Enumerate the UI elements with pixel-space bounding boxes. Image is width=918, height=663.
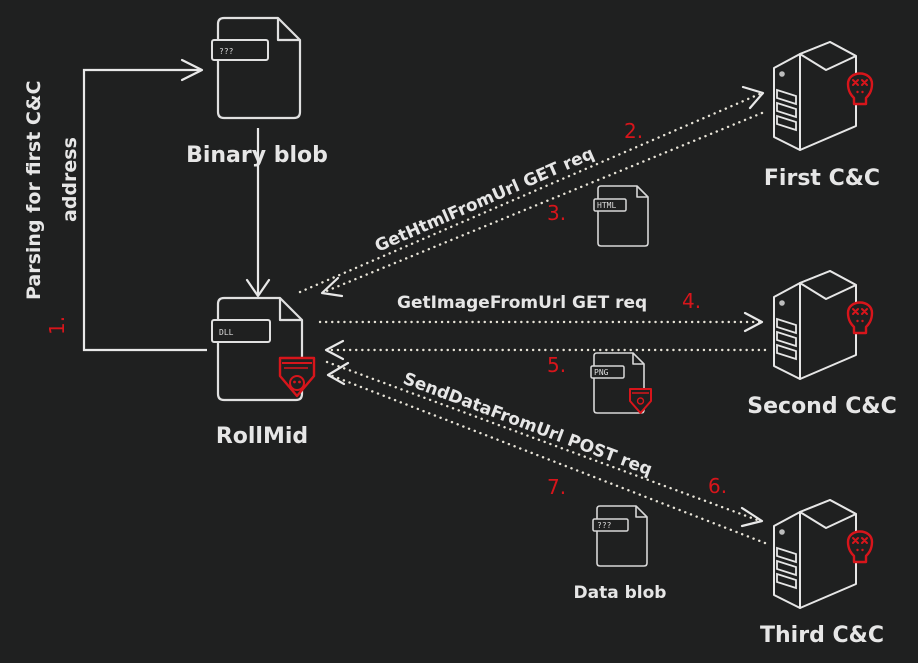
step-6-label: 6. — [708, 474, 727, 498]
third-cc-label: Third C&C — [760, 623, 884, 648]
html-file-icon — [597, 185, 649, 247]
edge-parsing: Parsing for first C&C address 1. — [23, 58, 207, 352]
arrow-head-to-second-cc — [743, 311, 764, 333]
rollmid-label: RollMid — [216, 424, 308, 449]
edge-html-response: 3. — [320, 111, 764, 298]
arrow-head-to-rollmid — [324, 339, 345, 361]
get-image-label: GetImageFromUrl GET req — [397, 293, 647, 313]
file-tag-box — [592, 518, 629, 532]
file-tag-box — [590, 365, 625, 379]
parsing-label-line2: address — [59, 137, 81, 222]
html-file-tag: HTML — [597, 201, 616, 210]
file-tag-box — [211, 319, 271, 343]
edge-data-response: 7. — [326, 361, 767, 545]
first-cc-label: First C&C — [764, 166, 880, 191]
file-tag-box — [211, 39, 269, 61]
file-fold — [278, 298, 302, 322]
step-5-label: 5. — [547, 353, 566, 377]
node-binary-blob: ??? Binary blob — [186, 16, 328, 168]
file-tag-box — [593, 198, 627, 212]
step-4-label: 4. — [682, 289, 701, 313]
file-fold — [636, 186, 648, 198]
second-cc-label: Second C&C — [747, 394, 896, 419]
step-1-label: 1. — [45, 316, 69, 335]
edge-get-image: GetImageFromUrl GET req 4. — [318, 289, 764, 333]
data-blob-label: Data blob — [574, 583, 667, 603]
html-response-line — [322, 111, 764, 294]
data-blob-file-icon — [596, 505, 648, 567]
arrow-head-to-third-cc — [740, 506, 764, 528]
data-blob-tag: ??? — [597, 521, 612, 530]
file-fold — [276, 18, 300, 42]
node-png-file: PNG — [590, 352, 652, 414]
parsing-label-line1: Parsing for first C&C — [23, 81, 45, 300]
parsing-connector — [82, 68, 207, 352]
node-html-file: HTML — [593, 185, 649, 247]
node-first-cc: First C&C — [764, 40, 880, 191]
file-fold — [632, 353, 644, 365]
png-file-tag: PNG — [594, 368, 609, 377]
edge-blob-to-dll — [245, 128, 271, 298]
node-third-cc: Third C&C — [760, 498, 884, 648]
rollmid-tag: DLL — [219, 328, 234, 337]
binary-blob-tag: ??? — [219, 47, 234, 56]
png-file-icon — [593, 352, 645, 414]
step-3-label: 3. — [547, 201, 566, 225]
file-fold — [635, 506, 647, 518]
node-second-cc: Second C&C — [747, 269, 897, 419]
edge-image-response: 5. — [324, 339, 767, 377]
binary-blob-label: Binary blob — [186, 143, 328, 168]
binary-blob-file-icon — [216, 16, 302, 120]
send-data-request-line — [325, 360, 762, 523]
arrow-head-to-rollmid — [326, 361, 350, 386]
malware-badge-icon — [278, 356, 316, 398]
node-rollmid: DLL RollMid — [211, 296, 316, 449]
arrow-head-down — [245, 278, 271, 298]
arrow-head-right — [180, 58, 204, 82]
arrow-head-to-rollmid — [320, 276, 344, 298]
arrow-head-to-first-cc — [741, 85, 765, 110]
dll-file-icon — [216, 296, 304, 402]
step-2-label: 2. — [624, 119, 643, 143]
malware-badge-icon — [629, 388, 652, 414]
step-7-label: 7. — [547, 475, 566, 499]
node-data-blob: ??? Data blob — [574, 505, 667, 603]
